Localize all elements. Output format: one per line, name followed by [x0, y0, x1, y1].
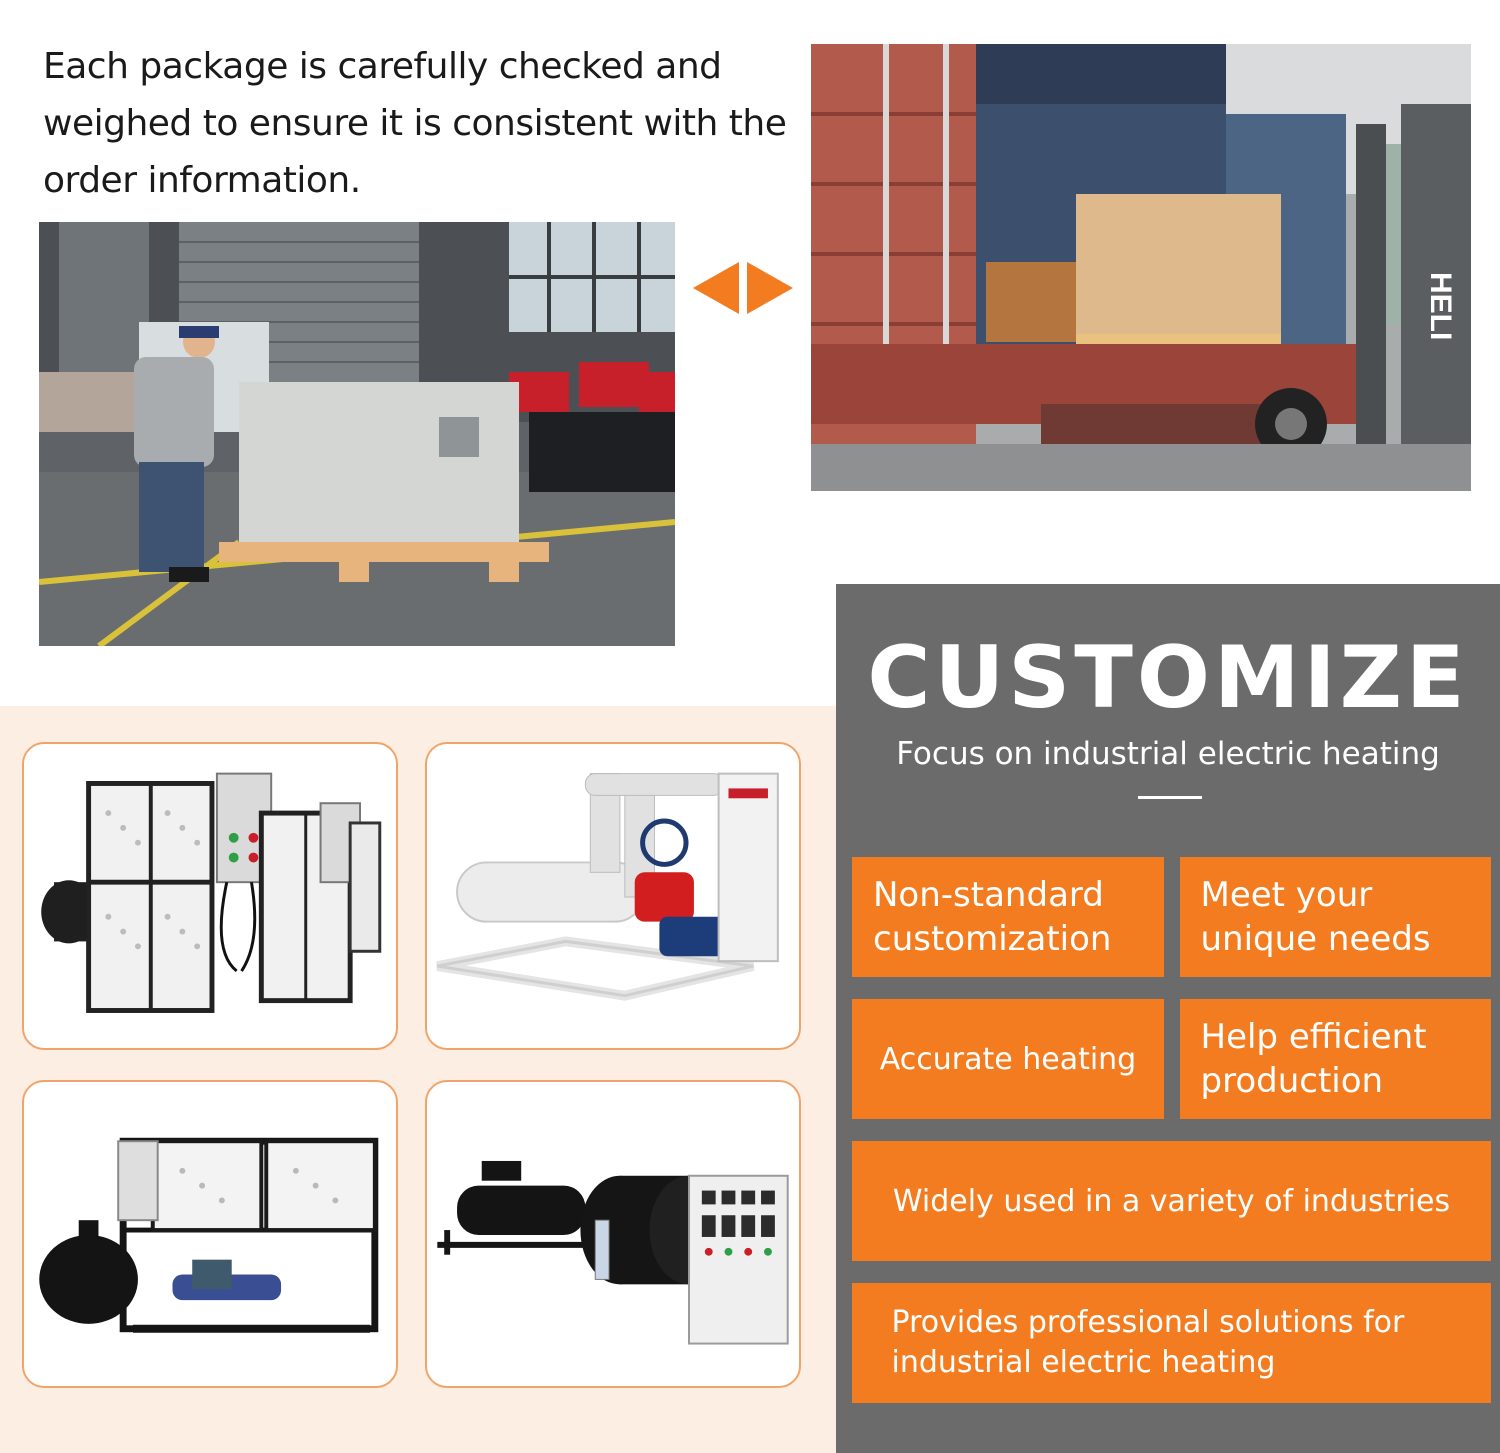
- customize-title: CUSTOMIZE: [867, 628, 1469, 728]
- double-arrow-icon: [693, 262, 793, 314]
- product-card-3[interactable]: [22, 1080, 398, 1388]
- feature-label: Meet your unique needs: [1200, 875, 1431, 959]
- heater-frame-unit-image: [39, 1137, 379, 1333]
- feature-accurate-heating: Accurate heating: [852, 999, 1164, 1119]
- feature-label: Provides professional solutions for indu…: [891, 1305, 1405, 1380]
- product-card-2[interactable]: [425, 742, 801, 1050]
- feature-non-standard-customization: Non-standard customization: [852, 857, 1164, 977]
- heat-exchanger-skid-image: [436, 772, 779, 1001]
- feature-label: Widely used in a variety of industries: [892, 1183, 1451, 1219]
- truck-loading-photo: HELI: [811, 44, 1471, 491]
- intro-description: Each package is carefully checked and we…: [43, 46, 787, 201]
- feature-label: Help efficient production: [1200, 1017, 1427, 1101]
- product-card-1[interactable]: [22, 742, 398, 1050]
- customize-subtitle: Focus on industrial electric heating: [896, 736, 1440, 772]
- feature-help-efficient-production: Help efficient production: [1180, 999, 1491, 1119]
- feature-professional-solutions: Provides professional solutions for indu…: [852, 1283, 1491, 1403]
- tank-heater-control-box-image: [437, 1160, 789, 1345]
- feature-widely-used: Widely used in a variety of industries: [852, 1141, 1491, 1261]
- warehouse-packing-photo: [39, 222, 675, 646]
- feature-label: Non-standard customization: [873, 875, 1112, 959]
- product-card-4[interactable]: [425, 1080, 801, 1388]
- forklift-label: HELI: [1424, 272, 1457, 340]
- feature-label: Accurate heating: [879, 1041, 1137, 1077]
- feature-meet-unique-needs: Meet your unique needs: [1180, 857, 1491, 977]
- electric-heater-cabinet-image: [41, 772, 382, 1013]
- title-divider: [1138, 796, 1202, 799]
